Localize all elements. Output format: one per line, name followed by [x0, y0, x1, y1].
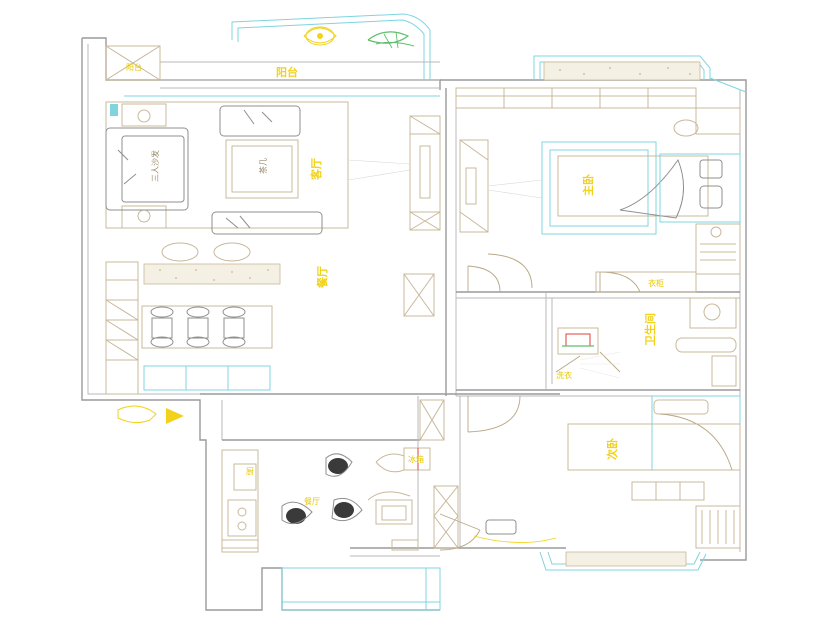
svg-text:洗衣: 洗衣	[556, 370, 572, 380]
kitchen: 餐厅 冰箱 厨	[221, 399, 459, 611]
flower-icon	[303, 26, 337, 46]
svg-text:次卧: 次卧	[605, 438, 619, 460]
plant-icon	[367, 31, 415, 49]
svg-text:厨: 厨	[246, 467, 254, 476]
svg-text:卫生间: 卫生间	[643, 313, 657, 346]
svg-text:茶几: 茶几	[258, 158, 268, 174]
bathroom: 卫生间 洗衣	[555, 297, 737, 387]
balcony-north: 阳台 阳台	[105, 13, 440, 81]
svg-text:衣柜: 衣柜	[648, 278, 664, 288]
entry-arrow-icon	[117, 405, 184, 424]
svg-text:主卧: 主卧	[581, 174, 595, 196]
svg-text:阳台: 阳台	[276, 65, 298, 79]
second-bedroom: 次卧	[473, 395, 741, 571]
dining-room: 餐厅	[105, 242, 435, 395]
master-bedroom: 主卧 衣柜	[455, 55, 747, 293]
svg-text:三人沙发: 三人沙发	[150, 150, 160, 182]
svg-text:阳台: 阳台	[126, 62, 142, 72]
svg-text:客厅: 客厅	[309, 158, 323, 181]
doors	[439, 253, 533, 551]
living-room: 三人沙发 茶几 客厅	[105, 95, 441, 235]
svg-text:餐厅: 餐厅	[304, 497, 320, 506]
svg-text:冰箱: 冰箱	[408, 454, 424, 464]
svg-text:餐厅: 餐厅	[315, 266, 329, 289]
